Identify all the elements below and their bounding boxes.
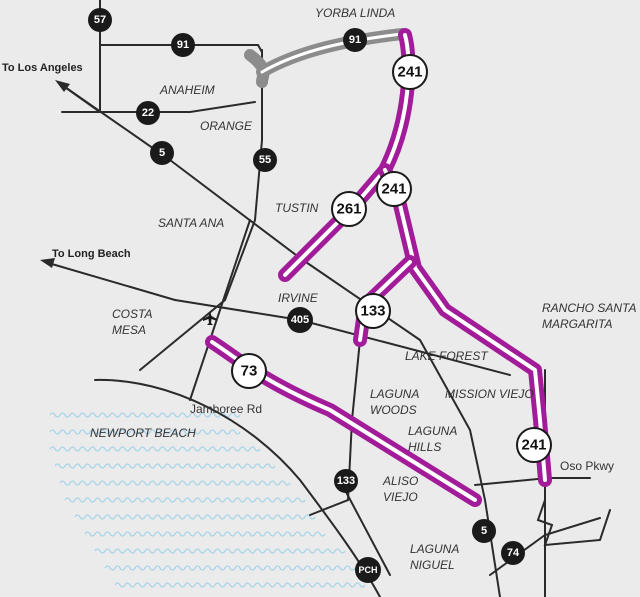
shield-261: 261 xyxy=(331,191,367,227)
svg-text:PCH: PCH xyxy=(358,565,377,575)
ocean-waves xyxy=(49,412,366,588)
shield-74: 74 xyxy=(501,541,525,565)
label-santa-ana: SANTA ANA xyxy=(158,216,224,230)
label-lake-forest: LAKE FOREST xyxy=(405,349,489,363)
shield-91-west: 91 xyxy=(171,33,195,57)
local-road-loop xyxy=(536,499,611,547)
label-costa: COSTA xyxy=(112,307,152,321)
svg-text:261: 261 xyxy=(336,201,361,218)
label-laguna-hills-2: HILLS xyxy=(408,440,441,454)
label-yorba-linda: YORBA LINDA xyxy=(315,6,395,20)
label-jamboree-rd: Jamboree Rd xyxy=(190,402,262,416)
wave-line xyxy=(114,582,366,588)
label-tustin: TUSTIN xyxy=(275,201,319,215)
route-133-line xyxy=(309,339,361,516)
svg-text:5: 5 xyxy=(481,525,487,537)
toll-241-north-inner xyxy=(283,33,411,277)
svg-text:55: 55 xyxy=(259,154,271,166)
label-anaheim: ANAHEIM xyxy=(159,83,215,97)
shield-405: 405 xyxy=(287,307,313,333)
label-oso-pkwy: Oso Pkwy xyxy=(560,459,614,473)
label-mesa: MESA xyxy=(112,323,146,337)
wave-line xyxy=(54,463,276,469)
route-55-line xyxy=(139,49,263,371)
shield-55: 55 xyxy=(253,148,277,172)
label-newport-beach: NEWPORT BEACH xyxy=(90,426,196,440)
shield-91-east: 91 xyxy=(343,28,367,52)
shield-57: 57 xyxy=(88,8,112,32)
label-viejo: VIEJO xyxy=(383,490,418,504)
label-margarita: MARGARITA xyxy=(542,317,612,331)
wave-line xyxy=(49,446,261,452)
connector-road-2 xyxy=(256,28,408,78)
wave-line xyxy=(49,429,241,435)
jamboree-line xyxy=(189,219,251,401)
airplane-icon xyxy=(203,311,217,325)
shield-133-toll: 133 xyxy=(355,293,391,329)
arrow-to-los-angeles-icon xyxy=(55,80,70,92)
shield-5-south: 5 xyxy=(472,519,496,543)
shield-241-north: 241 xyxy=(392,54,428,90)
connector-road-inner xyxy=(260,32,404,74)
coastline xyxy=(94,378,381,597)
wave-line xyxy=(84,531,326,537)
svg-text:74: 74 xyxy=(507,547,520,559)
shield-241-south: 241 xyxy=(516,427,552,463)
svg-text:241: 241 xyxy=(381,181,406,198)
svg-text:91: 91 xyxy=(177,39,189,51)
label-to-long-beach: To Long Beach xyxy=(52,248,131,260)
svg-text:241: 241 xyxy=(397,64,422,81)
svg-text:133: 133 xyxy=(337,475,355,487)
svg-text:91: 91 xyxy=(349,34,361,46)
svg-text:22: 22 xyxy=(142,107,154,119)
label-rancho-santa: RANCHO SANTA xyxy=(542,301,636,315)
route-91-line xyxy=(99,44,263,53)
svg-text:5: 5 xyxy=(159,147,165,159)
wave-line xyxy=(59,480,291,486)
shield-22: 22 xyxy=(136,101,160,125)
route-73-line xyxy=(344,489,391,576)
label-laguna-woods-2: WOODS xyxy=(370,403,417,417)
wave-line xyxy=(94,548,346,554)
arrow-line-lb xyxy=(44,261,176,301)
svg-text:57: 57 xyxy=(94,14,106,26)
label-laguna-hills-1: LAGUNA xyxy=(408,424,457,438)
oso-parkway-line xyxy=(474,477,591,486)
arrow-to-long-beach-icon xyxy=(40,258,55,268)
arrow-line-la xyxy=(61,84,101,113)
label-laguna-niguel-1: LAGUNA xyxy=(410,542,459,556)
route-405-line xyxy=(174,299,511,376)
shield-241-middle: 241 xyxy=(376,171,412,207)
shield-pch: PCH xyxy=(355,557,381,583)
svg-text:73: 73 xyxy=(241,363,258,380)
wave-line xyxy=(104,565,356,571)
svg-text:133: 133 xyxy=(360,303,385,320)
label-mission-viejo: MISSION VIEJO xyxy=(445,387,534,401)
shield-133-south: 133 xyxy=(334,469,358,493)
label-to-los-angeles: To Los Angeles xyxy=(2,62,83,74)
route-22-line xyxy=(61,101,256,113)
label-laguna-niguel-2: NIGUEL xyxy=(410,558,455,572)
wave-line xyxy=(74,514,316,520)
label-laguna-woods-1: LAGUNA xyxy=(370,387,419,401)
wave-line xyxy=(64,497,306,503)
route-5-line xyxy=(61,84,501,597)
label-aliso: ALISO xyxy=(382,474,418,488)
wave-line xyxy=(49,412,241,418)
svg-text:405: 405 xyxy=(291,314,309,326)
label-irvine: IRVINE xyxy=(278,291,319,305)
label-orange: ORANGE xyxy=(200,119,253,133)
svg-text:241: 241 xyxy=(521,437,546,454)
shield-5-north: 5 xyxy=(150,141,174,165)
shield-73: 73 xyxy=(231,353,267,389)
